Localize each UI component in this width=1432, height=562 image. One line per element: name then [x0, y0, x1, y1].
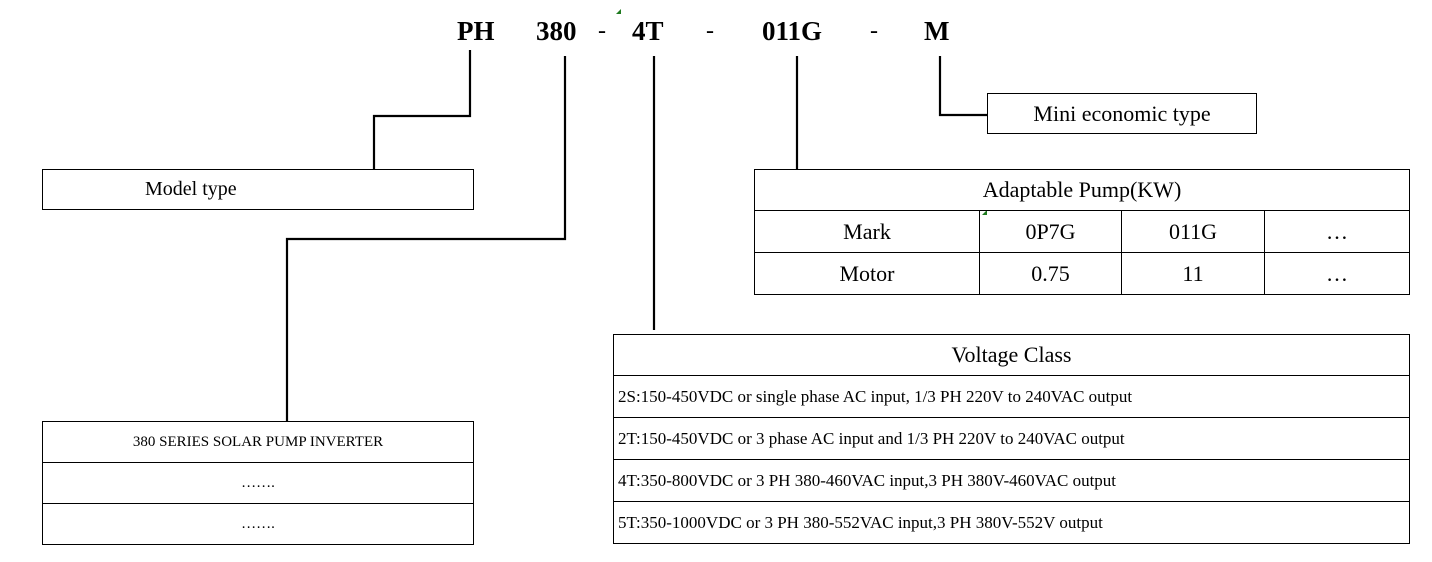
voltage-row-text: 2T:150-450VDC or 3 phase AC input and 1/…: [613, 417, 1410, 460]
voltage-title-row: Voltage Class: [613, 334, 1410, 376]
code-part-380: 380: [536, 16, 577, 46]
voltage-row-text: 2S:150-450VDC or single phase AC input, …: [613, 375, 1410, 418]
voltage-title: Voltage Class: [613, 334, 1410, 376]
model-type-box: Model type: [42, 169, 474, 210]
code-part-011g: 011G: [762, 16, 823, 46]
model-type-label: Model type: [145, 178, 237, 200]
code-separator-1: -: [598, 18, 606, 44]
series-cell: 380 SERIES SOLAR PUMP INVERTER: [42, 421, 474, 463]
connector-ph-model: [372, 50, 472, 169]
voltage-row: 2S:150-450VDC or single phase AC input, …: [613, 375, 1410, 418]
pump-cell: 0.75: [979, 252, 1122, 295]
mini-economic-type-label: Mini economic type: [1033, 100, 1211, 126]
code-part-m: M: [924, 16, 950, 46]
pump-cell: …: [1264, 252, 1410, 295]
connector-380-series: [285, 56, 567, 421]
series-row: …….: [42, 503, 474, 545]
series-cell: …….: [42, 503, 474, 545]
adaptable-pump-table: Adaptable Pump(KW) Mark 0P7G 011G … Moto…: [754, 169, 1410, 295]
voltage-row: 4T:350-800VDC or 3 PH 380-460VAC input,3…: [613, 459, 1410, 502]
pump-motor-row: Motor 0.75 11 …: [754, 252, 1410, 295]
pump-cell: …: [1264, 210, 1410, 253]
series-cell: …….: [42, 462, 474, 504]
voltage-row-text: 5T:350-1000VDC or 3 PH 380-552VAC input,…: [613, 501, 1410, 544]
mini-economic-type-box: Mini economic type: [987, 93, 1257, 134]
series-row: 380 SERIES SOLAR PUMP INVERTER: [42, 421, 474, 463]
pump-cell: 0P7G: [979, 210, 1122, 253]
code-part-ph: PH: [457, 16, 495, 46]
voltage-row-text: 4T:350-800VDC or 3 PH 380-460VAC input,3…: [613, 459, 1410, 502]
pump-title-row: Adaptable Pump(KW): [754, 169, 1410, 211]
voltage-row: 5T:350-1000VDC or 3 PH 380-552VAC input,…: [613, 501, 1410, 544]
pump-cell: Mark: [754, 210, 980, 253]
code-separator-2: -: [706, 18, 714, 44]
code-part-4t: 4T: [632, 16, 664, 46]
pump-title: Adaptable Pump(KW): [754, 169, 1410, 211]
series-table: 380 SERIES SOLAR PUMP INVERTER ……. …….: [42, 421, 474, 545]
connector-m-mini: [938, 56, 988, 117]
series-row: …….: [42, 462, 474, 504]
code-separator-3: -: [870, 18, 878, 44]
marker-tick-top: [616, 9, 621, 14]
pump-cell: Motor: [754, 252, 980, 295]
voltage-class-table: Voltage Class 2S:150-450VDC or single ph…: [613, 334, 1410, 544]
voltage-row: 2T:150-450VDC or 3 phase AC input and 1/…: [613, 417, 1410, 460]
pump-cell: 11: [1121, 252, 1265, 295]
pump-cell: 011G: [1121, 210, 1265, 253]
pump-mark-row: Mark 0P7G 011G …: [754, 210, 1410, 253]
